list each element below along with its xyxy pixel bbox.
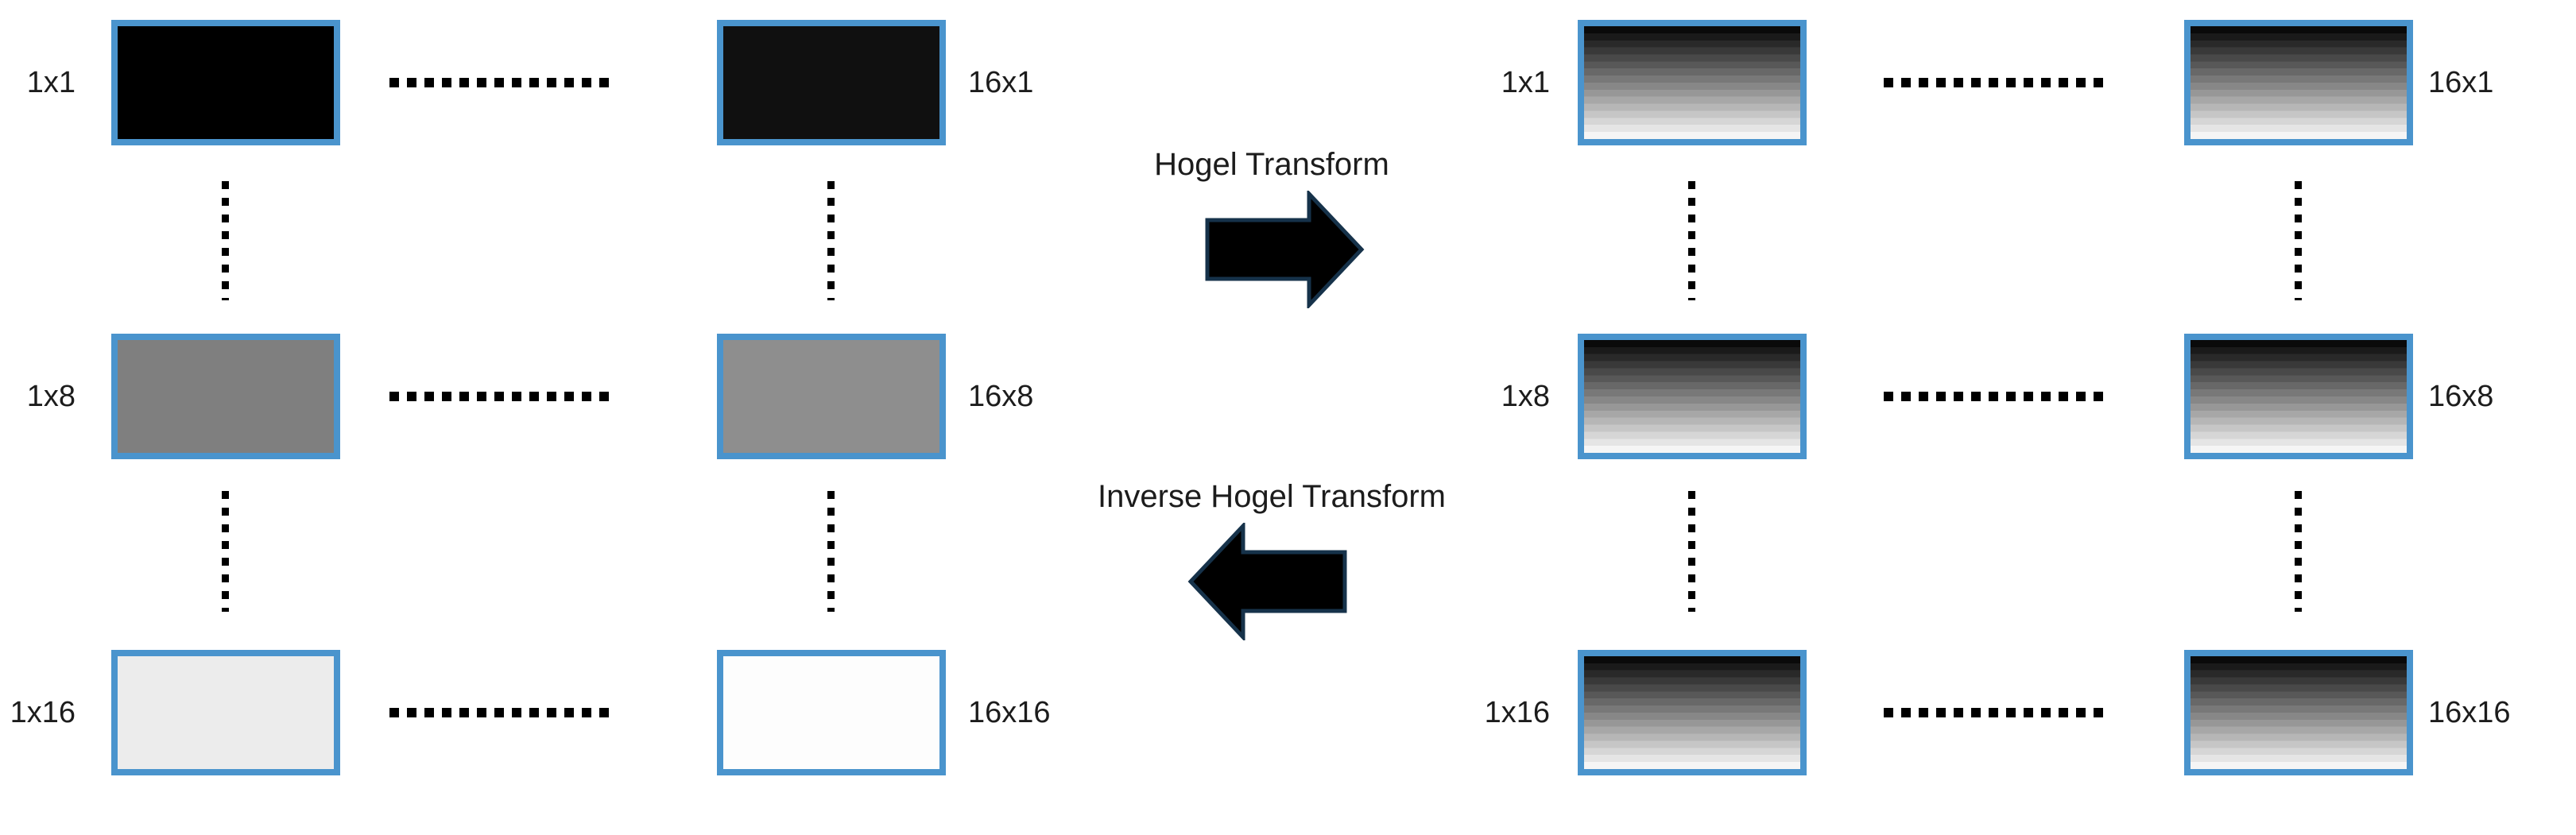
right-arrow-icon <box>1205 191 1365 308</box>
label-solid-1x1: 1x1 <box>26 66 76 99</box>
dotted-connector-horizontal <box>1884 708 2106 717</box>
dotted-connector-vertical <box>1688 491 1695 612</box>
inverse-hogel-transform-arrow <box>1187 523 1348 640</box>
panel-gradient-16x8 <box>2184 334 2413 459</box>
panel-solid-1x1 <box>111 20 340 145</box>
inverse-hogel-transform-title: Inverse Hogel Transform <box>1098 479 1446 514</box>
left-arrow-icon <box>1187 523 1347 640</box>
label-solid-1x8: 1x8 <box>26 380 76 413</box>
dotted-connector-vertical <box>222 181 229 300</box>
dotted-connector-vertical <box>2295 491 2302 612</box>
panel-gradient-1x8 <box>1578 334 1807 459</box>
label-gradient-16x16: 16x16 <box>2428 696 2511 729</box>
label-gradient-16x1: 16x1 <box>2428 66 2494 99</box>
panel-gradient-16x1 <box>2184 20 2413 145</box>
dotted-connector-horizontal <box>1884 78 2106 87</box>
dotted-connector-vertical <box>827 491 835 612</box>
label-solid-16x1: 16x1 <box>968 66 1034 99</box>
panel-gradient-1x1 <box>1578 20 1807 145</box>
dotted-connector-horizontal <box>389 708 610 717</box>
dotted-connector-horizontal <box>389 392 610 401</box>
label-gradient-1x1: 1x1 <box>1501 66 1550 99</box>
dotted-connector-vertical <box>827 181 835 300</box>
label-gradient-16x8: 16x8 <box>2428 380 2494 413</box>
panel-solid-1x16 <box>111 650 340 775</box>
label-solid-1x16: 1x16 <box>10 696 76 729</box>
panel-solid-16x1 <box>717 20 946 145</box>
panel-solid-16x16 <box>717 650 946 775</box>
panel-solid-1x8 <box>111 334 340 459</box>
hogel-transform-arrow <box>1204 191 1365 308</box>
panel-gradient-1x16 <box>1578 650 1807 775</box>
panel-solid-16x8 <box>717 334 946 459</box>
panel-gradient-16x16 <box>2184 650 2413 775</box>
label-gradient-1x8: 1x8 <box>1501 380 1550 413</box>
hogel-transform-title: Hogel Transform <box>1154 147 1389 182</box>
label-gradient-1x16: 1x16 <box>1484 696 1550 729</box>
dotted-connector-horizontal <box>1884 392 2106 401</box>
label-solid-16x16: 16x16 <box>968 696 1051 729</box>
dotted-connector-horizontal <box>389 78 610 87</box>
dotted-connector-vertical <box>222 491 229 612</box>
dotted-connector-vertical <box>2295 181 2302 300</box>
label-solid-16x8: 16x8 <box>968 380 1034 413</box>
dotted-connector-vertical <box>1688 181 1695 300</box>
